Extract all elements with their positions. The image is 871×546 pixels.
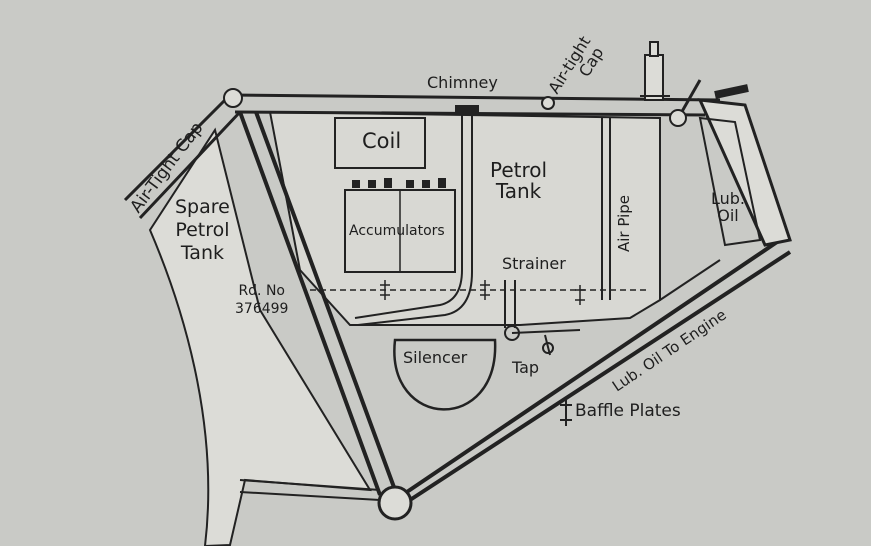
air-tight-cap-knob — [541, 96, 555, 110]
strainer-pipe — [504, 280, 516, 328]
air-pipe — [601, 118, 611, 300]
label-silencer: Silencer — [403, 348, 468, 367]
label-rd-no-line2: 376499 — [235, 300, 289, 317]
left-cap-tube — [123, 93, 242, 220]
baffle-legend-symbol — [560, 400, 572, 426]
filler-lever — [678, 79, 702, 116]
label-spare-petrol-tank: Spare Petrol Tank — [175, 196, 230, 264]
label-rd-no: Rd. No 376499 — [235, 283, 288, 318]
coil-box — [334, 117, 426, 169]
tap-handle — [542, 342, 554, 354]
label-lub-oil-line1: Lub. — [711, 189, 746, 208]
label-coil: Coil — [362, 129, 402, 153]
bottom-bracket — [377, 485, 413, 521]
bottom-rail — [239, 479, 381, 501]
silencer — [393, 338, 497, 411]
label-air-pipe: Air Pipe — [615, 195, 633, 252]
label-spare-petrol-tank-line1: Spare — [175, 196, 230, 218]
label-petrol-tank-line2: Tank — [495, 179, 542, 203]
spare-tank-panel — [148, 127, 372, 546]
label-petrol-tank-line1: Petrol — [490, 158, 548, 182]
accumulator-cells — [352, 178, 446, 188]
label-chimney: Chimney — [427, 73, 498, 92]
filler-joint — [669, 109, 687, 127]
head-tube-top — [714, 84, 749, 99]
label-spare-petrol-tank-line2: Petrol — [175, 218, 230, 241]
chimney-pipe — [354, 112, 473, 326]
label-rd-no-line1: Rd. No — [238, 283, 285, 299]
label-lub-oil: Lub. Oil — [711, 189, 746, 225]
chimney-cap — [455, 105, 479, 113]
label-accumulators: Accumulators — [349, 223, 445, 239]
label-tap: Tap — [512, 358, 540, 377]
lower-stay — [393, 238, 792, 502]
label-lub-oil-line2: Oil — [717, 205, 739, 225]
lub-oil-pipe — [659, 259, 721, 301]
label-strainer: Strainer — [502, 254, 566, 273]
label-spare-petrol-tank-line3: Tank — [180, 241, 224, 264]
label-petrol-tank: Petrol Tank — [490, 160, 547, 202]
label-baffle-plates: Baffle Plates — [575, 401, 681, 421]
baffle-marks — [380, 280, 585, 305]
top-tube — [229, 93, 721, 117]
tap-line — [511, 329, 581, 356]
lub-oil-tank — [698, 116, 762, 247]
down-tube — [238, 111, 397, 496]
pump-assembly — [640, 41, 670, 101]
head-joint — [223, 88, 243, 108]
